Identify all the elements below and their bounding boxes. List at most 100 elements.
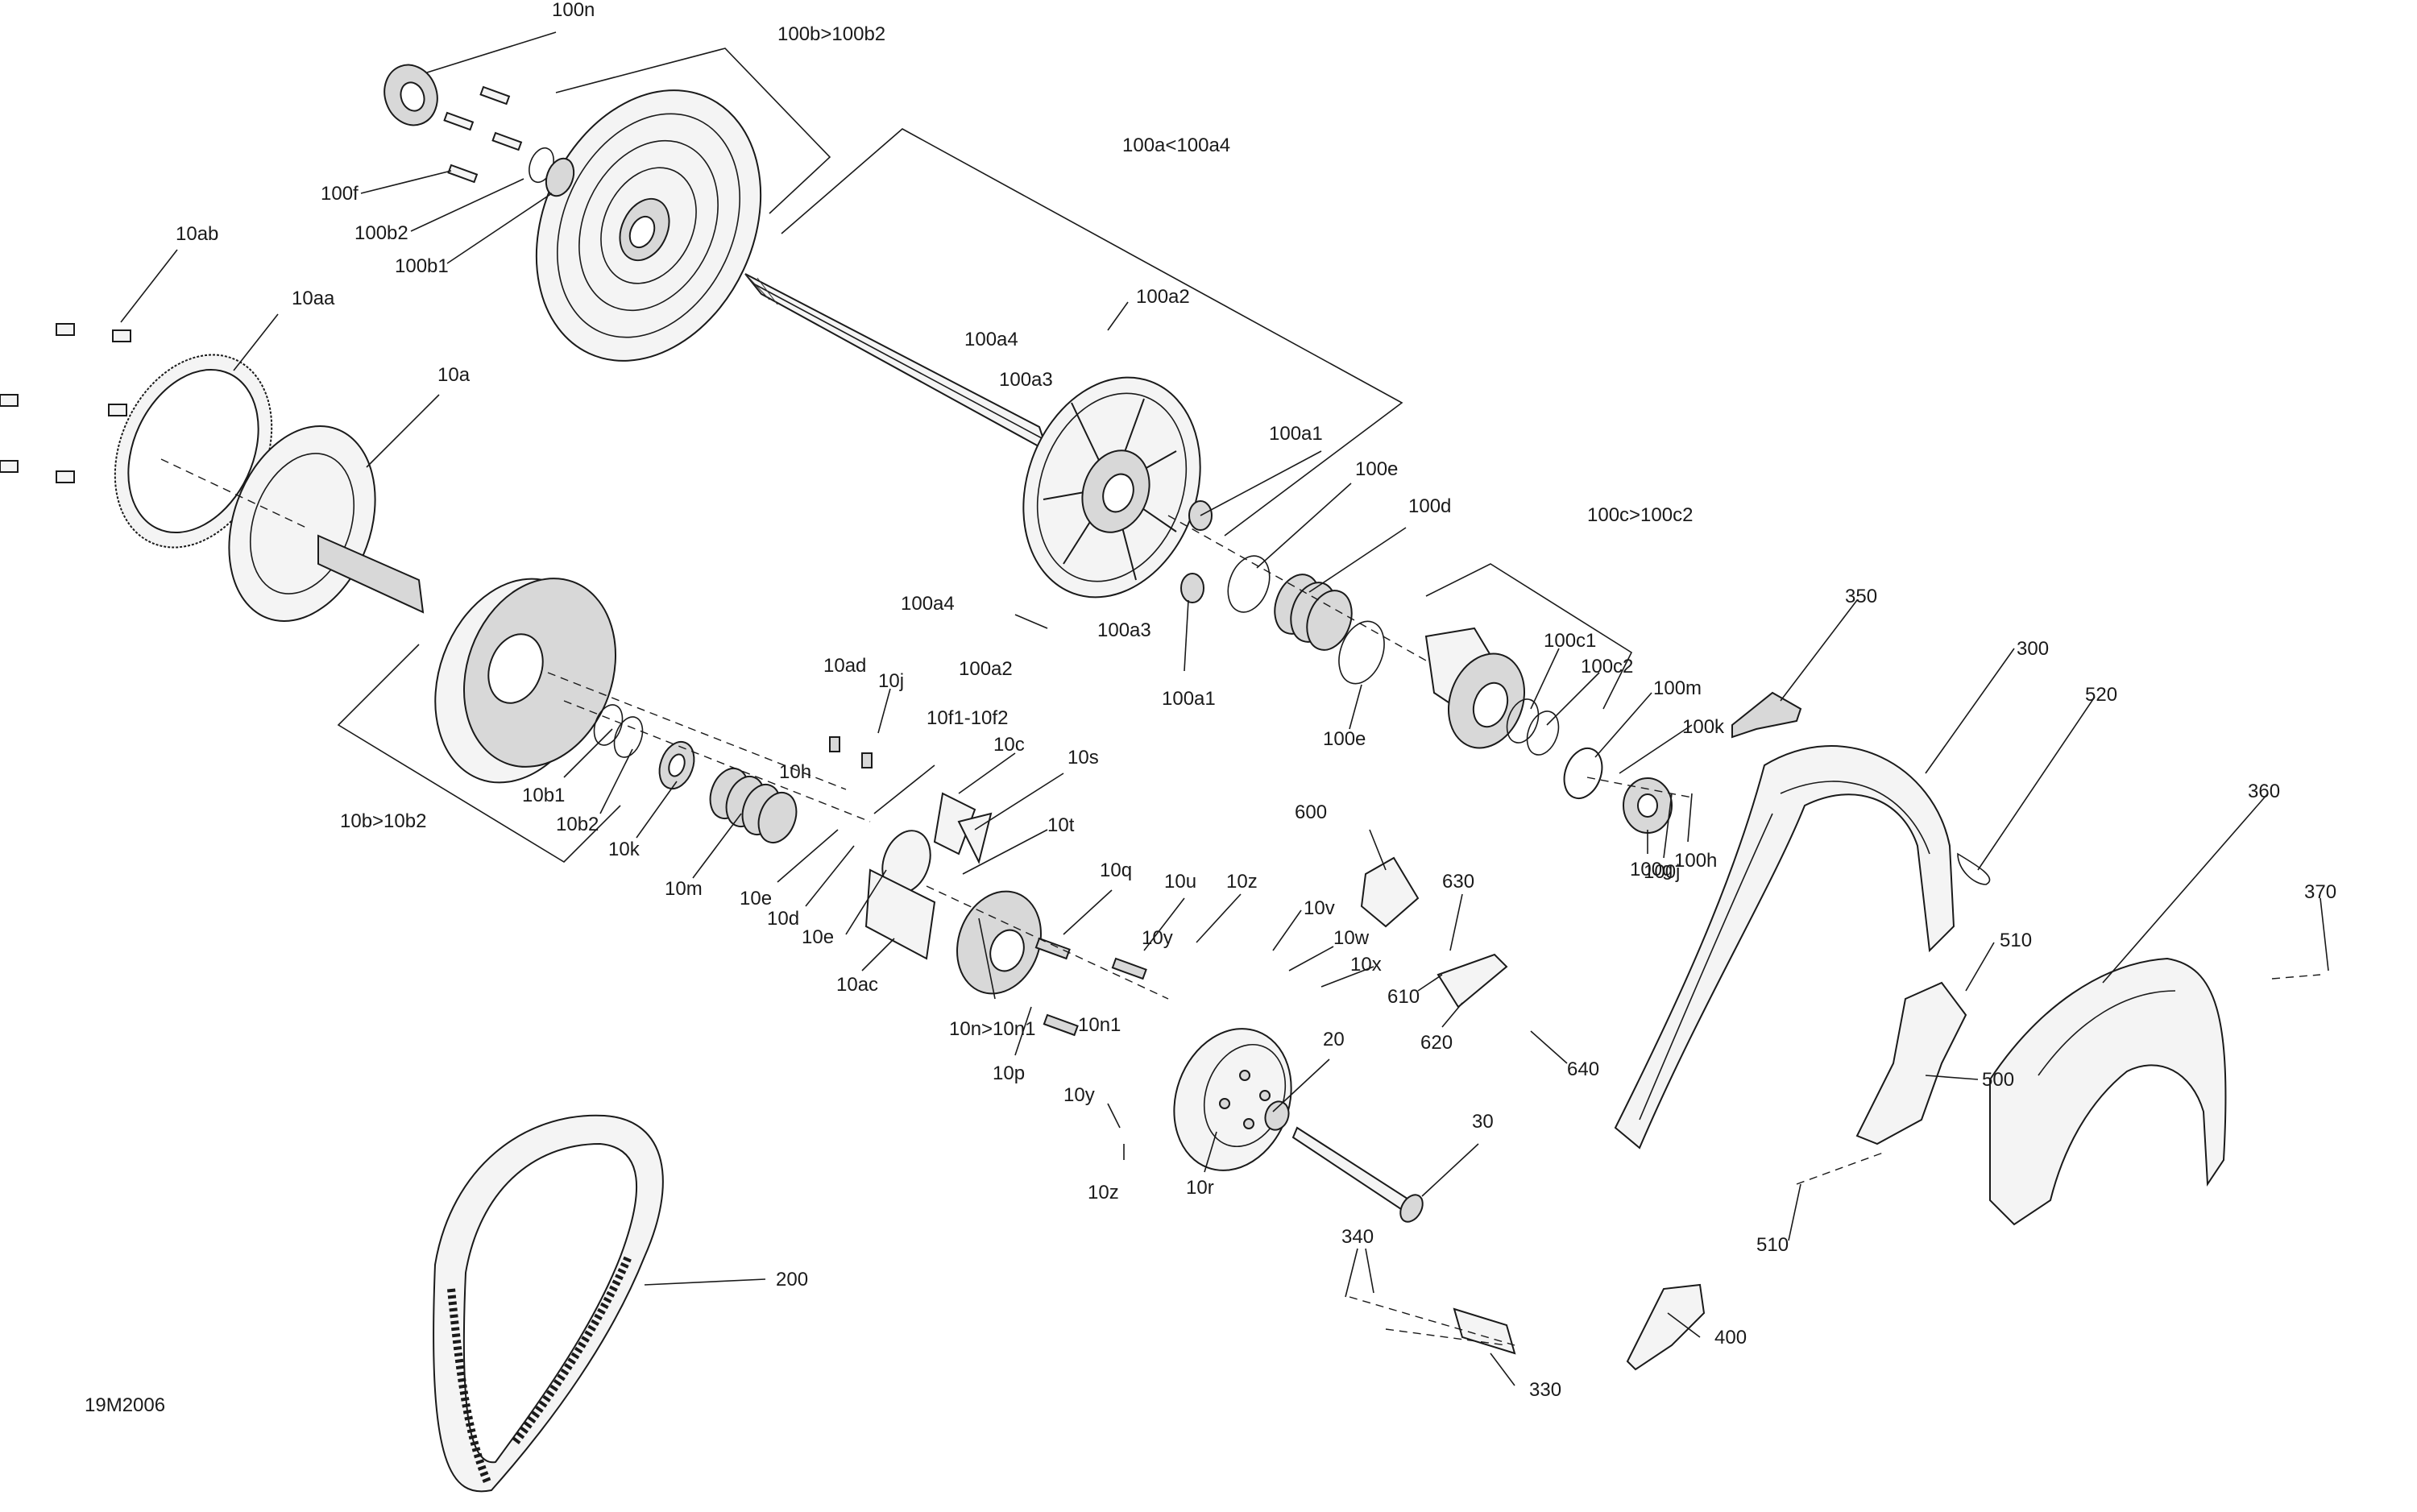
- label-10b2: 10b2: [556, 814, 599, 835]
- hub-100g: [1623, 777, 1673, 834]
- label-10p: 10p: [993, 1063, 1025, 1084]
- label-100c-100c2: 100c>100c2: [1587, 504, 1693, 526]
- label-10y-top: 10y: [1142, 927, 1173, 949]
- label-100a1-bot: 100a1: [1162, 688, 1216, 710]
- label-10s: 10s: [1068, 747, 1099, 768]
- label-100h: 100h: [1674, 850, 1717, 872]
- seal-100n: [383, 64, 438, 126]
- label-10r: 10r: [1186, 1177, 1214, 1199]
- label-400: 400: [1714, 1327, 1747, 1348]
- label-100f: 100f: [321, 183, 359, 205]
- part-labels: 100n 100b>100b2 100f 100b2 100b1 100a<10…: [85, 0, 2336, 1416]
- label-10f1-10f2: 10f1-10f2: [927, 707, 1008, 729]
- label-100a-100a4: 100a<100a4: [1122, 135, 1230, 156]
- label-100g: 100g: [1630, 859, 1673, 880]
- label-360: 360: [2248, 781, 2280, 802]
- label-100e-top: 100e: [1355, 458, 1398, 480]
- label-100a2-mid: 100a2: [959, 658, 1013, 680]
- label-10b-10b2: 10b>10b2: [340, 810, 426, 832]
- movable-half-10n: [956, 890, 1042, 995]
- rings-10b1-10b2-10k: [593, 704, 695, 790]
- label-10ad: 10ad: [823, 655, 866, 677]
- label-100d: 100d: [1408, 495, 1451, 517]
- label-620: 620: [1420, 1032, 1453, 1054]
- label-20: 20: [1323, 1029, 1345, 1050]
- label-340: 340: [1341, 1226, 1374, 1248]
- label-10n1: 10n1: [1078, 1014, 1121, 1036]
- label-100a2-top: 100a2: [1136, 286, 1190, 308]
- fixed-half-10a: [228, 425, 425, 623]
- label-10z-bot: 10z: [1088, 1182, 1119, 1203]
- label-10aa: 10aa: [292, 288, 335, 309]
- label-10e-a: 10e: [740, 888, 772, 909]
- label-350: 350: [1845, 586, 1877, 607]
- label-100m: 100m: [1653, 677, 1702, 699]
- label-100a4-mid: 100a4: [901, 593, 955, 615]
- label-100j: 100j: [1644, 861, 1680, 883]
- spring-10m: [709, 768, 798, 843]
- rings-100b1-100b2: [529, 147, 575, 197]
- bracket-400: [1626, 1283, 1706, 1371]
- label-100b1: 100b1: [395, 255, 449, 277]
- group-brackets: [337, 48, 1633, 864]
- spacer-100a1: [1180, 500, 1213, 603]
- label-30: 30: [1472, 1111, 1494, 1133]
- label-100n: 100n: [552, 0, 595, 21]
- label-600: 600: [1295, 802, 1327, 823]
- label-100c1: 100c1: [1544, 630, 1596, 652]
- label-330: 330: [1529, 1379, 1561, 1401]
- sleeve-10ac: [864, 830, 936, 960]
- assembly-centerlines: [160, 458, 2321, 1346]
- label-10u: 10u: [1164, 871, 1196, 893]
- label-500: 500: [1982, 1069, 2014, 1091]
- label-10d: 10d: [767, 908, 799, 930]
- movable-sheave-100a: [1022, 376, 1201, 599]
- label-10m: 10m: [665, 878, 703, 900]
- label-100b-100b2: 100b>100b2: [777, 23, 885, 45]
- label-10z-top: 10z: [1226, 871, 1258, 893]
- ring-100e-and-spring-100d: [1227, 555, 1385, 685]
- label-300: 300: [2017, 638, 2049, 660]
- guard-300: [1614, 745, 1955, 1150]
- fixed-sheave-100b: [535, 89, 762, 362]
- label-100a4-top: 100a4: [964, 329, 1018, 350]
- bracket-330: [1453, 1307, 1516, 1355]
- label-100k: 100k: [1682, 716, 1725, 738]
- label-630: 630: [1442, 871, 1474, 893]
- label-10a: 10a: [437, 364, 471, 386]
- cam-10r: [1173, 1028, 1292, 1171]
- label-10v: 10v: [1304, 897, 1335, 919]
- part-520: [1957, 852, 1991, 885]
- label-10w: 10w: [1333, 927, 1370, 949]
- label-10n-10n1: 10n>10n1: [949, 1018, 1035, 1040]
- part-350: [1731, 691, 1802, 739]
- driven-shaft: [744, 273, 1049, 454]
- drive-belt-200: [433, 1114, 664, 1493]
- label-640: 640: [1567, 1058, 1599, 1080]
- part-600: [1360, 856, 1420, 928]
- label-10c: 10c: [993, 734, 1025, 756]
- label-100e-bot: 100e: [1323, 728, 1366, 750]
- label-100a1-right: 100a1: [1269, 423, 1323, 445]
- label-10t: 10t: [1047, 814, 1075, 836]
- label-520: 520: [2085, 684, 2117, 706]
- label-200: 200: [776, 1269, 808, 1290]
- label-10h: 10h: [779, 761, 811, 783]
- bolt-30: [1264, 1100, 1424, 1223]
- label-510-bot: 510: [1756, 1234, 1789, 1256]
- leader-lines: [120, 31, 2329, 1386]
- label-10k: 10k: [608, 839, 641, 860]
- label-10j: 10j: [878, 670, 904, 692]
- bracket-500: [1855, 981, 1967, 1145]
- label-10q: 10q: [1100, 860, 1132, 881]
- cover-360: [1989, 957, 2227, 1226]
- label-10b1: 10b1: [522, 785, 565, 806]
- ring-gear-10aa: [114, 354, 273, 549]
- label-510-top: 510: [2000, 930, 2032, 951]
- label-610: 610: [1387, 986, 1420, 1008]
- bracket-620: [1437, 953, 1508, 1009]
- small-parts-10: [829, 736, 1147, 1037]
- label-100a3-top: 100a3: [999, 369, 1053, 391]
